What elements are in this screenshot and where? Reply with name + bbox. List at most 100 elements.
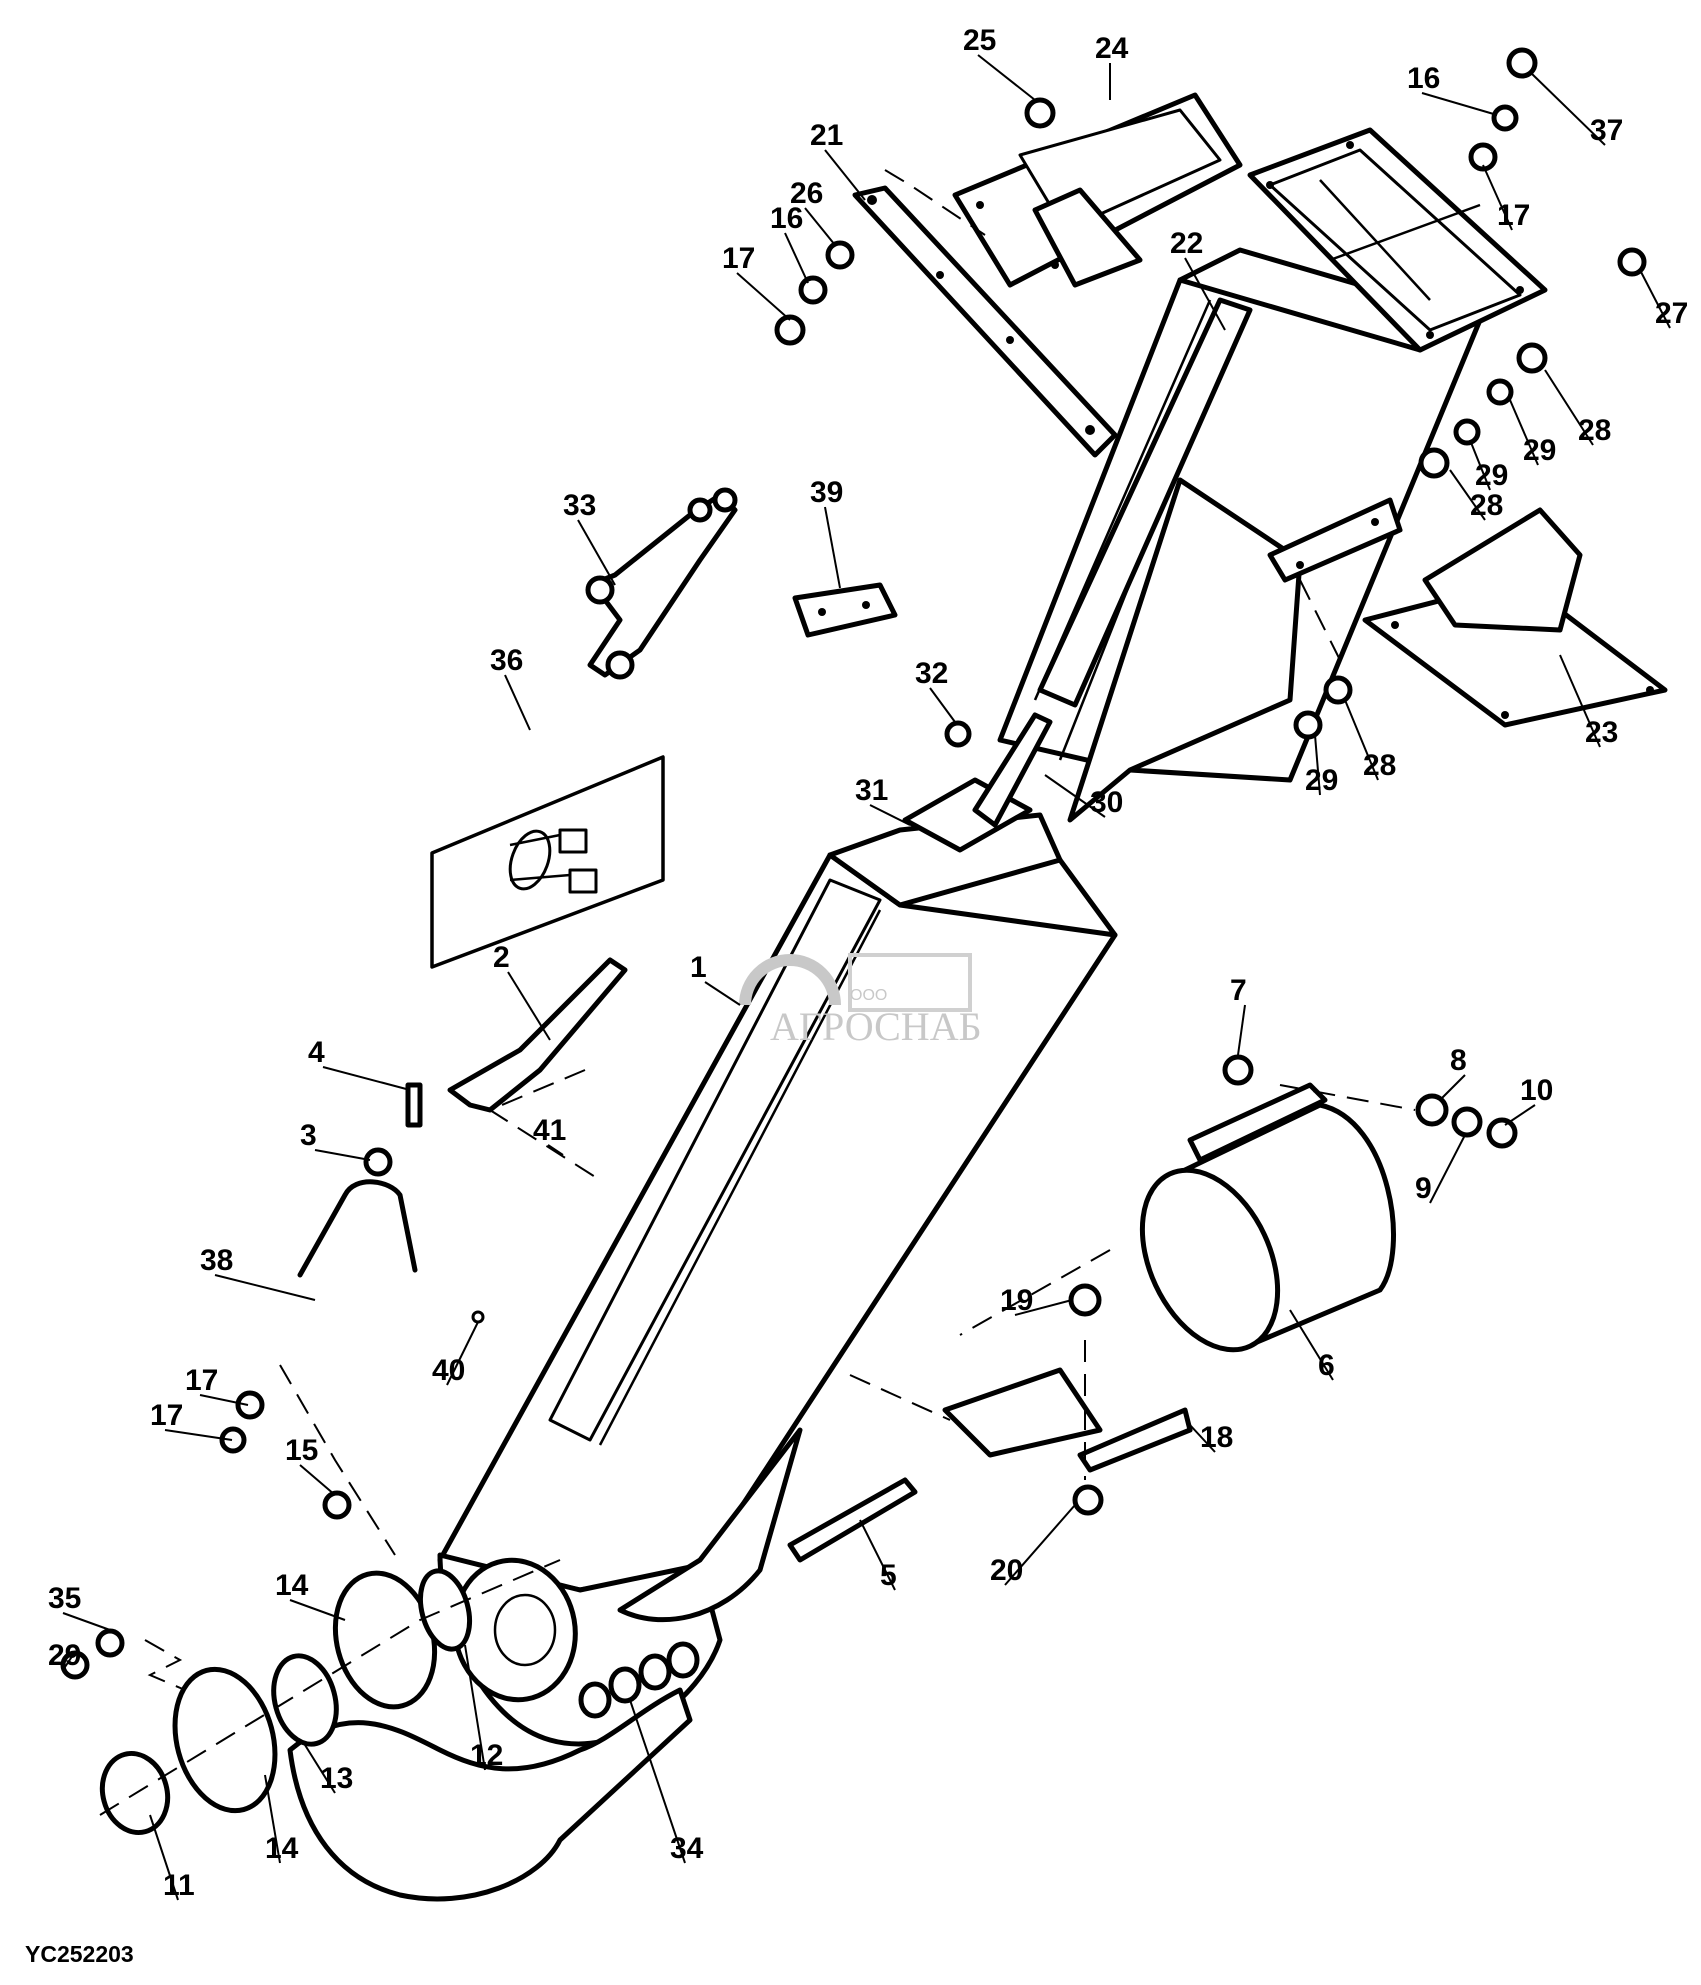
- leader-line-c29c: [1314, 734, 1321, 796]
- callout-c32: 32: [915, 657, 948, 690]
- leader-line-c23: [1559, 654, 1601, 748]
- callout-c40: 40: [432, 1354, 465, 1387]
- fasteners: [60, 47, 1647, 1836]
- leader-line-c17a: [199, 1394, 249, 1406]
- leader-line-c37: [1529, 71, 1606, 146]
- callout-c3: 3: [300, 1119, 317, 1152]
- leader-line-c3: [314, 1149, 371, 1161]
- callout-c21: 21: [810, 119, 843, 152]
- callout-c31: 31: [855, 774, 888, 807]
- leader-line-c15: [299, 1464, 336, 1496]
- callout-c23: 23: [1585, 716, 1618, 749]
- leader-line-c16b: [784, 232, 809, 284]
- callout-c17c: 17: [1497, 199, 1530, 232]
- bracket-part-21: [852, 185, 1118, 458]
- watermark-name: АГРОСНАБ: [770, 1004, 982, 1049]
- callout-c9: 9: [1415, 1172, 1432, 1205]
- leader-line-c1: [704, 981, 741, 1006]
- callout-c16a: 16: [1407, 62, 1440, 95]
- callout-c4: 4: [308, 1036, 325, 1069]
- leader-line-c6: [1289, 1309, 1334, 1381]
- callout-c6: 6: [1318, 1349, 1335, 1382]
- clip-part-2: [447, 957, 628, 1113]
- callout-c12: 12: [470, 1739, 503, 1772]
- callout-c28a: 28: [1578, 414, 1611, 447]
- callout-c36: 36: [490, 644, 523, 677]
- leader-line-c28a: [1544, 369, 1594, 446]
- callout-c1: 1: [690, 951, 707, 984]
- kit-box-part-36: [430, 755, 665, 969]
- leader-line-c10: [1504, 1104, 1536, 1126]
- callout-c7: 7: [1230, 974, 1247, 1007]
- leader-line-c34: [629, 1699, 686, 1864]
- leader-line-c9: [1429, 1134, 1466, 1204]
- callout-c22: 22: [1170, 227, 1203, 260]
- leader-line-c36: [504, 674, 531, 731]
- figure-code: YC252203: [25, 1941, 134, 1967]
- leader-line-c31: [869, 804, 911, 826]
- leader-line-c8: [1439, 1074, 1466, 1101]
- callout-c29d: 29: [48, 1639, 81, 1672]
- leader-line-c39: [824, 506, 841, 589]
- leader-line-c29d: [62, 1651, 76, 1671]
- callout-c14a: 14: [275, 1569, 309, 1602]
- leader-line-c4: [322, 1066, 411, 1091]
- leader-line-c17d: [736, 272, 791, 321]
- callout-c37: 37: [1590, 114, 1623, 147]
- leader-line-c21: [824, 149, 866, 201]
- callout-c13: 13: [320, 1762, 353, 1795]
- leader-line-c35: [62, 1612, 111, 1631]
- callout-c15: 15: [285, 1434, 318, 1467]
- leader-line-c25: [977, 54, 1036, 101]
- callout-c2: 2: [493, 941, 510, 974]
- callout-c17a: 17: [185, 1364, 218, 1397]
- leader-line-c26: [804, 207, 836, 246]
- leader-line-c14a: [289, 1599, 346, 1621]
- callout-c16b: 16: [770, 202, 803, 235]
- leader-line-c12: [464, 1644, 486, 1771]
- callout-c38: 38: [200, 1244, 233, 1277]
- callout-c17d: 17: [722, 242, 755, 275]
- callout-c28b: 28: [1470, 489, 1503, 522]
- callout-c24: 24: [1095, 32, 1129, 65]
- callout-c20: 20: [990, 1554, 1023, 1587]
- rod-part-5: [787, 1477, 918, 1563]
- upper-right-frame: [1247, 127, 1548, 353]
- callout-c14b: 14: [265, 1832, 299, 1865]
- leader-line-c17b: [164, 1429, 233, 1441]
- leader-line-c28b: [1449, 469, 1486, 521]
- leader-line-c29a: [1509, 399, 1539, 466]
- leader-line-c40: [446, 1321, 479, 1386]
- leader-line-c7: [1237, 1004, 1246, 1056]
- cylinder-part-6: [1139, 1082, 1396, 1353]
- leader-line-c30: [1044, 774, 1106, 818]
- cover-part-34: [287, 1641, 700, 1902]
- u-bolt-part-38: [297, 1179, 418, 1278]
- leader-line-c33: [577, 519, 616, 586]
- leader-line-c18: [1189, 1424, 1216, 1453]
- leader-line-c19: [1014, 1299, 1073, 1316]
- plate-part-24: [952, 92, 1243, 288]
- leader-line-c38: [214, 1274, 316, 1301]
- callout-c29b: 29: [1475, 459, 1508, 492]
- callout-c19: 19: [1000, 1284, 1033, 1317]
- leader-line-c16a: [1421, 92, 1498, 116]
- callout-c18: 18: [1200, 1421, 1233, 1454]
- leader-line-c27: [1639, 269, 1671, 329]
- callout-c10: 10: [1520, 1074, 1553, 1107]
- callout-c27: 27: [1655, 297, 1688, 330]
- callout-c34: 34: [670, 1832, 704, 1865]
- leader-line-c22: [1184, 257, 1226, 331]
- callout-c29c: 29: [1305, 764, 1338, 797]
- callout-c26: 26: [790, 177, 823, 210]
- leader-line-c13: [304, 1744, 336, 1794]
- leader-line-c2: [507, 971, 551, 1041]
- chute-side-bracket: [1267, 497, 1403, 583]
- callout-c33: 33: [563, 489, 596, 522]
- plate-part-39: [792, 582, 898, 638]
- leader-line-c5: [859, 1519, 896, 1591]
- linkage-part-33: [585, 487, 738, 680]
- assembly-lines: [99, 169, 1416, 1816]
- callout-c25: 25: [963, 24, 996, 57]
